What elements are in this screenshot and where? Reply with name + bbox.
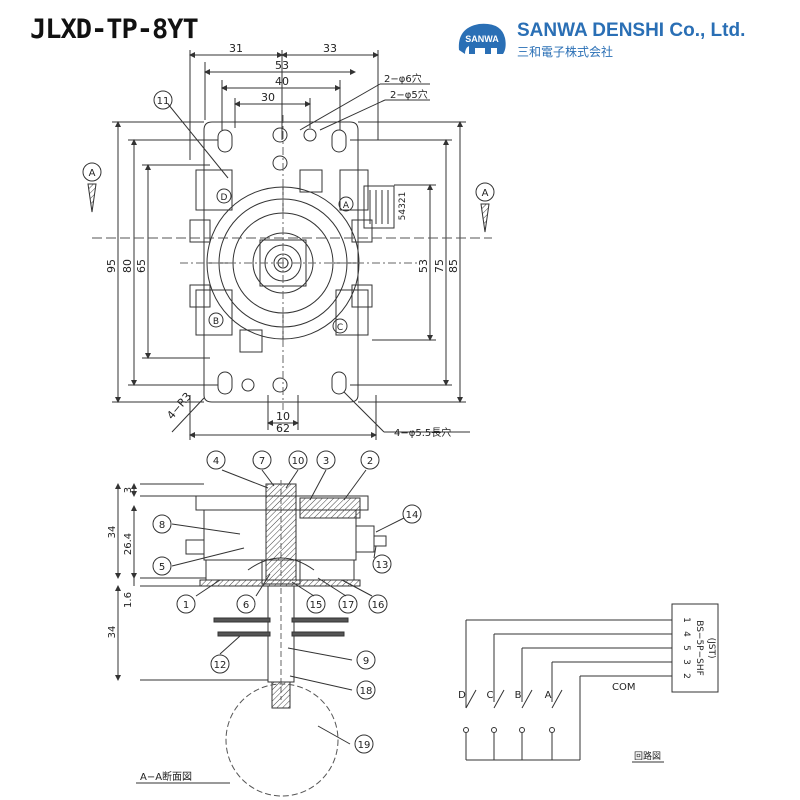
logo-text: SANWA: [465, 34, 499, 44]
dim-3: 3: [123, 487, 134, 493]
switch-d-label: D: [458, 690, 466, 701]
pin-5: 5: [681, 645, 691, 651]
switch-c-label: C: [487, 690, 494, 701]
section-mark-left: A: [89, 168, 96, 179]
connector-maker: (JST): [706, 638, 716, 659]
brand-japanese: 三和電子株式会社: [517, 45, 614, 59]
dim-65: 65: [135, 259, 148, 273]
pin-3: 3: [681, 659, 691, 665]
dim-62: 62: [276, 422, 290, 435]
section-dims: 3 34 26.4 1.6 34: [107, 487, 134, 639]
callout-5: 5: [159, 562, 165, 573]
pin-4: 4: [681, 631, 691, 637]
section-caption: A−A断面図: [140, 770, 192, 783]
callout-19: 19: [358, 740, 371, 751]
dim-53v: 53: [417, 259, 430, 273]
circuit-labels: D C B A COM 5 4 3 2 1 BS−5P−SHF (JST) 回路…: [458, 617, 716, 763]
switch-a-label: A: [545, 690, 552, 701]
callout-10: 10: [292, 456, 305, 467]
callout-6: 6: [243, 600, 249, 611]
callout-14: 14: [406, 510, 419, 521]
callout-3: 3: [323, 456, 329, 467]
dim-80: 80: [121, 259, 134, 273]
slot-label: 4−φ5.5長穴: [394, 426, 451, 439]
dim-85: 85: [447, 259, 460, 273]
section-view: [115, 469, 405, 797]
dim-34-bottom: 34: [107, 626, 118, 639]
dim-95: 95: [105, 259, 118, 273]
callout-1: 1: [183, 600, 189, 611]
dim-30: 30: [261, 91, 275, 104]
hole-label-5: 2−φ5穴: [390, 88, 428, 101]
switch-label-c: C: [337, 323, 343, 333]
dim-33: 33: [323, 42, 337, 55]
switch-label-d: D: [221, 193, 228, 203]
connector-part: BS−5P−SHF: [694, 620, 704, 676]
model-title: JLXD-TP-8YT: [30, 14, 199, 45]
dim-75: 75: [433, 259, 446, 273]
callout-15: 15: [310, 600, 323, 611]
elephant-logo-icon: SANWA: [458, 23, 506, 54]
callout-12: 12: [214, 660, 227, 671]
callout-16: 16: [372, 600, 385, 611]
callout-2: 2: [367, 456, 373, 467]
dim-1-6: 1.6: [123, 592, 134, 608]
dim-34-top: 34: [107, 526, 118, 539]
callout-11-circle: [153, 90, 173, 110]
hole-label-6: 2−φ6穴: [384, 72, 422, 85]
dim-31: 31: [229, 42, 243, 55]
pin-2: 2: [681, 673, 691, 679]
callout-4: 4: [213, 456, 219, 467]
dim-40: 40: [275, 75, 289, 88]
callout-17: 17: [342, 600, 355, 611]
callout-9: 9: [363, 656, 369, 667]
com-label: COM: [612, 682, 635, 693]
section-arrow-right-icon: [480, 203, 490, 233]
section-arrow-left-icon: [87, 183, 97, 213]
section-mark-right: A: [482, 188, 489, 199]
section-callout-labels: 4 7 10 3 2 8 5 1 12 6 15 17 16 14 13 9 1…: [159, 456, 419, 751]
callout-13: 13: [376, 560, 389, 571]
switch-b-label: B: [515, 690, 522, 701]
circuit-diagram: [463, 603, 719, 761]
pin-1: 1: [681, 617, 691, 623]
callout-7: 7: [259, 456, 265, 467]
brand-name: SANWA DENSHI Co., Ltd.: [517, 20, 746, 41]
circuit-caption: 回路図: [634, 750, 661, 762]
callout-11: 11: [157, 96, 170, 107]
switch-label-a: A: [343, 201, 350, 211]
callout-18: 18: [360, 686, 373, 697]
dim-10: 10: [276, 410, 290, 423]
top-view: [92, 50, 492, 440]
switch-label-b: B: [213, 317, 219, 327]
callout-8: 8: [159, 520, 165, 531]
sanwa-logo: SANWA SANWA DENSHI Co., Ltd. 三和電子株式会社: [455, 18, 785, 68]
section-callouts: [152, 450, 422, 754]
dim-53: 53: [275, 59, 289, 72]
dim-26-4: 26.4: [123, 533, 134, 555]
pin-numbers: 54321: [398, 192, 408, 221]
